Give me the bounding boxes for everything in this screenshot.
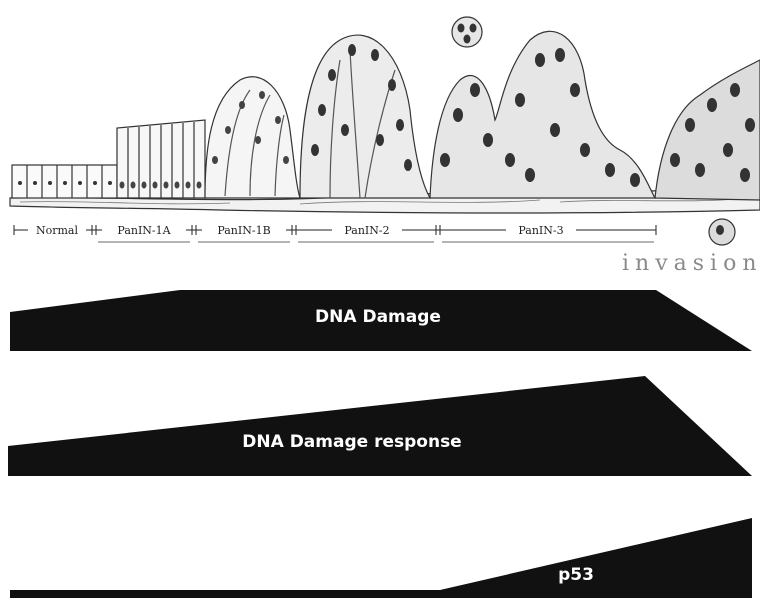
- histology-illustration: [10, 17, 760, 245]
- panin-1a-epithelium: [117, 120, 205, 198]
- invasive-cells: [655, 60, 760, 245]
- dna-damage-response-band: [8, 376, 752, 476]
- stage-label-panin-3: PanIN-3: [518, 224, 563, 237]
- dna-damage-label: DNA Damage: [315, 307, 441, 327]
- invasion-label: invasion: [622, 251, 760, 276]
- normal-epithelium: [12, 165, 117, 198]
- p53-label: p53: [558, 565, 594, 585]
- stage-label-panin-1b: PanIN-1B: [217, 224, 270, 237]
- stage-label-panin-2: PanIN-2: [344, 224, 389, 237]
- panin-2-papilla: [300, 35, 430, 198]
- stage-label-normal: Normal: [36, 224, 78, 237]
- dna-damage-response-label: DNA Damage response: [242, 432, 461, 452]
- p53-band: [10, 518, 752, 598]
- stage-label-panin-1a: PanIN-1A: [117, 224, 171, 237]
- panin-3-epithelium: [430, 31, 655, 198]
- panin-1b-papilla: [205, 77, 300, 198]
- detached-cell-cluster: [452, 17, 482, 47]
